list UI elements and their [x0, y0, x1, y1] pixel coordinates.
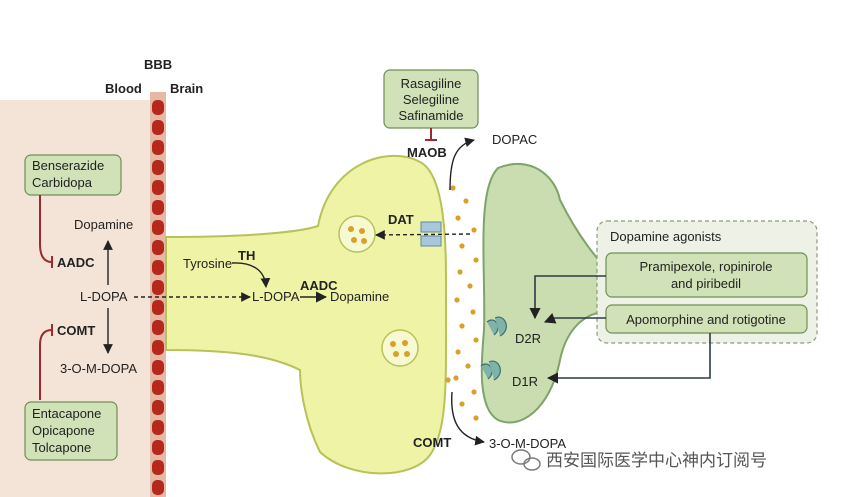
- endothelial-cell: [152, 440, 164, 455]
- drug-benserazide: Benserazide: [32, 158, 104, 173]
- presynaptic-ldopa-label: L-DOPA: [252, 289, 300, 304]
- endothelial-cell: [152, 320, 164, 335]
- dopamine-molecule: [465, 363, 471, 369]
- dopamine-molecule: [473, 337, 479, 343]
- endothelial-cell: [152, 480, 164, 495]
- arrow-pramipexole-to-d2r: [529, 275, 606, 320]
- d2r-receptor: [486, 316, 507, 337]
- arrow-to-dopac: [449, 137, 475, 191]
- agonist-box-pramipexole: [605, 252, 808, 298]
- endothelial-cell: [152, 420, 164, 435]
- endothelial-cell: [152, 160, 164, 175]
- arrow-synaptic-comt: [451, 391, 485, 446]
- endothelial-cell: [152, 200, 164, 215]
- dopamine-molecule: [450, 185, 456, 191]
- endothelial-cell: [152, 360, 164, 375]
- endothelial-cell: [152, 120, 164, 135]
- postsynaptic-neuron: [480, 162, 605, 424]
- agonist-box-apomorphine: [605, 304, 808, 334]
- dopamine-molecule: [473, 415, 479, 421]
- blood-aadc-label: AADC: [57, 255, 95, 270]
- endothelial-cell: [152, 100, 164, 115]
- decarboxylase-inhibitor-box: [24, 154, 122, 196]
- blood-ldopa-label: L-DOPA: [80, 289, 128, 304]
- blood-label: Blood: [105, 81, 142, 96]
- drug-entacapone: Entacapone: [32, 406, 101, 421]
- bbb-endothelial-cells: [152, 100, 164, 495]
- endothelial-cell: [152, 240, 164, 255]
- d1r-receptor: [480, 360, 501, 381]
- endothelial-cell: [152, 140, 164, 155]
- drug-rasagiline: Rasagiline: [401, 76, 462, 91]
- dopamine-molecule: [471, 227, 477, 233]
- dopamine-molecule: [470, 309, 476, 315]
- endothelial-cell: [152, 220, 164, 235]
- dopamine-molecule: [454, 297, 460, 303]
- dopamine-molecule: [459, 243, 465, 249]
- dopamine-molecule: [453, 375, 459, 381]
- drug-selegiline: Selegiline: [403, 92, 459, 107]
- endothelial-cell: [152, 300, 164, 315]
- maob-label: MAOB: [407, 145, 447, 160]
- dopamine-molecule: [473, 257, 479, 263]
- comt-inhibition-bar: [39, 324, 53, 400]
- wechat-icon: [511, 449, 541, 471]
- drug-tolcapone: Tolcapone: [32, 440, 91, 455]
- d2r-label: D2R: [515, 331, 541, 346]
- aadc-inhibition-bar: [39, 195, 53, 268]
- arrow-apomorphine-to-d1r: [546, 333, 711, 384]
- endothelial-cell: [152, 280, 164, 295]
- endothelial-cell: [152, 400, 164, 415]
- vesicle: [381, 329, 419, 367]
- dopamine-molecule: [457, 269, 463, 275]
- presynaptic-dopamine-label: Dopamine: [330, 289, 389, 304]
- dopamine-molecule: [471, 389, 477, 395]
- dopamine-molecule: [459, 401, 465, 407]
- arrow-dat-reuptake: [375, 230, 471, 240]
- bbb-label: BBB: [144, 57, 172, 72]
- blood-3omd-label: 3-O-M-DOPA: [60, 361, 137, 376]
- endothelial-cell: [152, 380, 164, 395]
- agonist-pramipexole-line2: and piribedil: [671, 276, 741, 291]
- drug-opicapone: Opicapone: [32, 423, 95, 438]
- dopamine-molecule: [459, 323, 465, 329]
- dat-transporter: [420, 221, 442, 247]
- dopamine-molecule: [455, 215, 461, 221]
- dopac-label: DOPAC: [492, 132, 537, 147]
- th-label: TH: [238, 248, 255, 263]
- blood-dopamine-label: Dopamine: [74, 217, 133, 232]
- tyrosine-label: Tyrosine: [183, 256, 232, 271]
- dat-label: DAT: [388, 212, 414, 227]
- vesicle: [338, 215, 376, 253]
- synaptic-3omd-label: 3-O-M-DOPA: [489, 436, 566, 451]
- synaptic-comt-label: COMT: [413, 435, 451, 450]
- presynaptic-terminal: [165, 154, 448, 475]
- drug-safinamide: Safinamide: [398, 108, 463, 123]
- endothelial-cell: [152, 460, 164, 475]
- dopamine-agonists-title: Dopamine agonists: [610, 229, 722, 244]
- dopamine-molecule: [455, 349, 461, 355]
- arrow-apomorphine-to-d2r: [543, 313, 606, 324]
- brain-label: Brain: [170, 81, 203, 96]
- synaptic-dopamine: [445, 185, 479, 421]
- d1r-label: D1R: [512, 374, 538, 389]
- endothelial-cell: [152, 180, 164, 195]
- drug-carbidopa: Carbidopa: [32, 175, 93, 190]
- maob-inhibition-bar: [425, 128, 437, 141]
- dopamine-molecule: [467, 283, 473, 289]
- agonist-apomorphine-label: Apomorphine and rotigotine: [626, 312, 786, 327]
- watermark-text: 西安国际医学中心神内订阅号: [546, 451, 767, 471]
- endothelial-cell: [152, 340, 164, 355]
- endothelial-cell: [152, 260, 164, 275]
- blood-comt-label: COMT: [57, 323, 95, 338]
- arrow-tyrosine-to-ldopa: [231, 262, 271, 288]
- dopamine-molecule: [445, 377, 451, 383]
- presynaptic-aadc-label: AADC: [300, 278, 338, 293]
- comt-inhibitor-box: [24, 401, 118, 461]
- dopamine-molecule: [463, 198, 469, 204]
- agonist-pramipexole-line1: Pramipexole, ropinirole: [640, 259, 773, 274]
